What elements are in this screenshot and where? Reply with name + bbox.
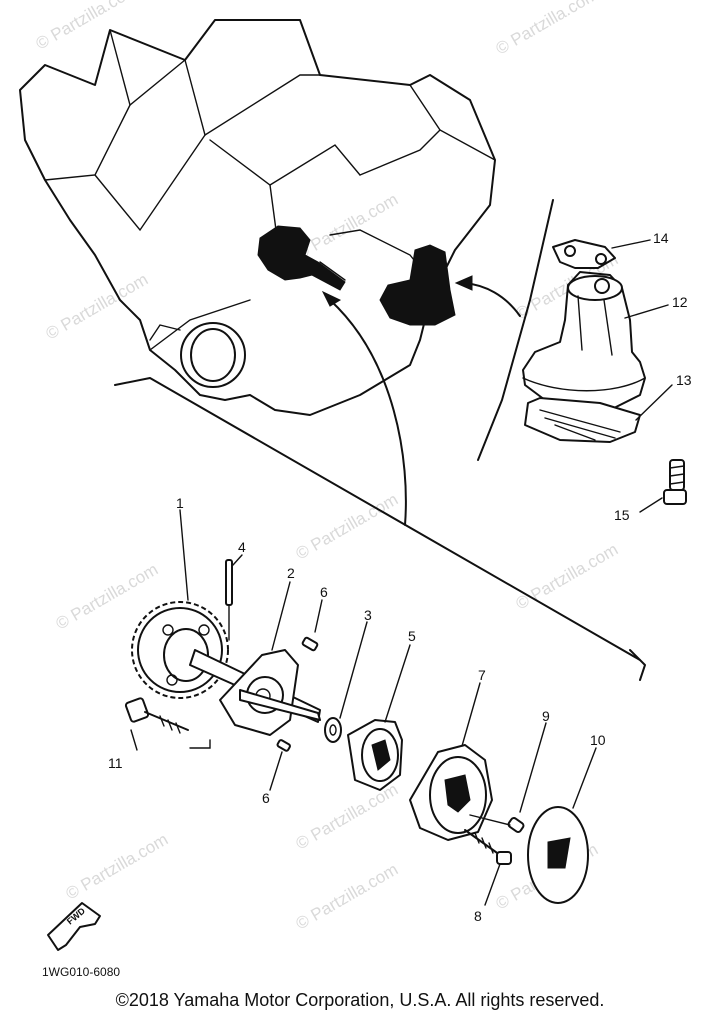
callout-4: 4 bbox=[238, 539, 246, 555]
copyright-notice: ©2018 Yamaha Motor Corporation, U.S.A. A… bbox=[115, 990, 605, 1010]
callout-6-lower: 6 bbox=[262, 790, 270, 806]
callout-13: 13 bbox=[676, 372, 692, 388]
pump-housing-and-rotors bbox=[219, 581, 597, 906]
callout-6-upper: 6 bbox=[320, 584, 328, 600]
callout-10: 10 bbox=[590, 732, 606, 748]
oil-strainer-assembly bbox=[522, 239, 687, 513]
callout-12: 12 bbox=[672, 294, 688, 310]
crankcase-illustration bbox=[19, 19, 496, 416]
watermark-layer: © Partzilla.com © Partzilla.com © Partzi… bbox=[33, 0, 622, 933]
watermark: © Partzilla.com bbox=[43, 270, 152, 344]
callout-8: 8 bbox=[474, 908, 482, 924]
watermark: © Partzilla.com bbox=[293, 490, 402, 564]
callout-9: 9 bbox=[542, 708, 550, 724]
callout-numbers: 1 2 3 4 5 6 6 7 8 9 10 11 12 13 14 15 bbox=[108, 230, 692, 924]
callout-1: 1 bbox=[176, 495, 184, 511]
watermark: © Partzilla.com bbox=[63, 830, 172, 904]
watermark: © Partzilla.com bbox=[293, 780, 402, 854]
forward-direction-arrow-icon: FWD bbox=[47, 902, 101, 951]
assembly-arrows bbox=[321, 275, 521, 526]
group-bracket-lines bbox=[114, 199, 646, 681]
watermark: © Partzilla.com bbox=[513, 540, 622, 614]
callout-11: 11 bbox=[108, 755, 123, 771]
callout-5: 5 bbox=[408, 628, 416, 644]
watermark: © Partzilla.com bbox=[293, 860, 402, 934]
callout-3: 3 bbox=[364, 607, 372, 623]
callout-14: 14 bbox=[653, 230, 669, 246]
callout-15: 15 bbox=[614, 507, 630, 523]
watermark: © Partzilla.com bbox=[493, 0, 602, 58]
watermark: © Partzilla.com bbox=[33, 0, 142, 53]
callout-7: 7 bbox=[478, 667, 486, 683]
diagram-code: 1WG010-6080 bbox=[42, 965, 120, 979]
callout-2: 2 bbox=[287, 565, 295, 581]
watermark: © Partzilla.com bbox=[293, 190, 402, 264]
